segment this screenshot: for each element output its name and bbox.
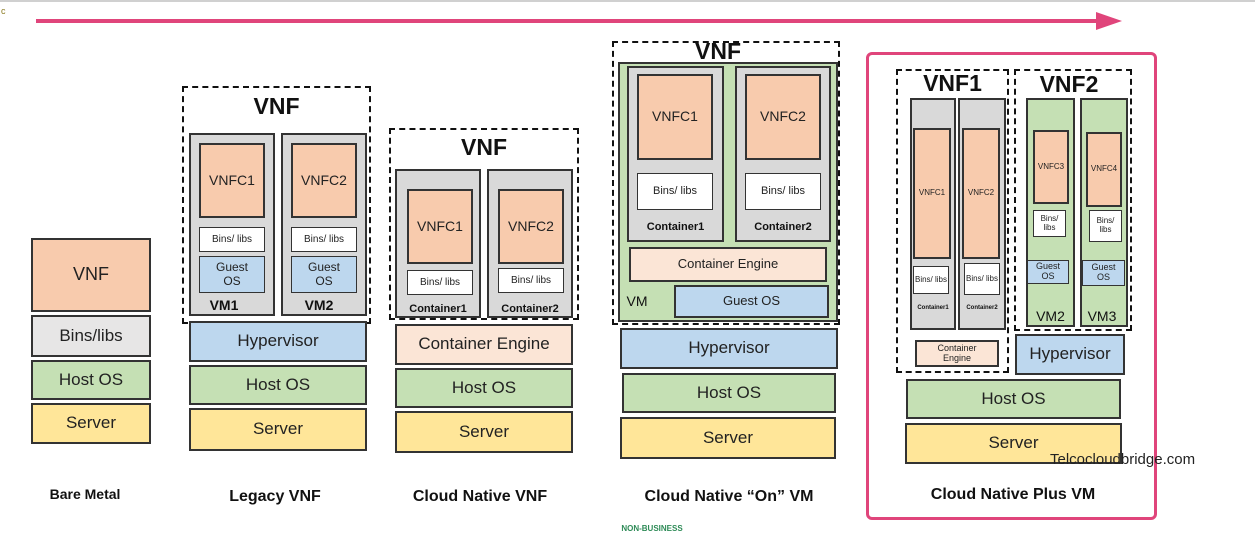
plus-caption: Cloud Native Plus VM — [930, 486, 1096, 503]
top-border — [0, 0, 1255, 2]
plus-c2-vnfc: VNFC2 — [962, 128, 1000, 259]
cloud-native-vnf-boundary — [389, 128, 579, 320]
on-vm-c2-vnfc: VNFC2 — [745, 74, 821, 160]
bare-metal-vnf: VNF — [31, 238, 151, 312]
bare-metal-caption: Bare Metal — [49, 486, 121, 502]
plus-vm3-label: VM3 — [1087, 308, 1117, 324]
on-vm-c2-bins: Bins/ libs — [745, 173, 821, 210]
legacy-vm2-vnfc: VNFC2 — [291, 143, 357, 218]
plus-c1-vnfc: VNFC1 — [913, 128, 951, 259]
bare-metal-host-os: Host OS — [31, 360, 151, 400]
plus-hypervisor: Hypervisor — [1015, 334, 1125, 375]
bare-metal-server: Server — [31, 403, 151, 444]
legacy-caption: Legacy VNF — [229, 488, 321, 505]
on-vm-caption: Cloud Native “On” VM — [644, 488, 814, 505]
legacy-vnf-title: VNF — [253, 92, 300, 119]
legacy-vm2-bins: Bins/ libs — [291, 227, 357, 252]
plus-server: Server — [905, 423, 1122, 464]
on-vm-server: Server — [620, 417, 836, 459]
cloud-native-server: Server — [395, 411, 573, 453]
on-vm-hypervisor: Hypervisor — [620, 328, 838, 369]
legacy-server: Server — [189, 408, 367, 451]
legacy-vm1-vnfc: VNFC1 — [199, 143, 265, 218]
plus-container-engine: Container Engine — [915, 340, 999, 367]
plus-vm3-bins: Bins/ libs — [1089, 210, 1122, 242]
legacy-host-os: Host OS — [189, 365, 367, 405]
plus-c2-label: Container2 — [966, 305, 998, 311]
plus-c1-bins: Bins/ libs — [913, 266, 949, 294]
on-vm-c1-bins: Bins/ libs — [637, 173, 713, 210]
on-vm-c1-label: Container1 — [646, 221, 705, 233]
cloud-native-c1-bins: Bins/ libs — [407, 270, 473, 295]
plus-vm2-vnfc: VNFC3 — [1033, 130, 1069, 204]
on-vm-guest-os: Guest OS — [674, 285, 829, 318]
plus-vm2-guest-os: Guest OS — [1027, 260, 1069, 284]
legacy-vm1-guest-os: Guest OS — [199, 256, 265, 293]
legacy-vm2-label: VM2 — [304, 297, 334, 313]
corner-mark: c — [1, 6, 6, 16]
plus-host-os: Host OS — [906, 379, 1121, 419]
on-vm-c2-label: Container2 — [754, 221, 812, 233]
cloud-native-c1-vnfc: VNFC1 — [407, 189, 473, 264]
watermark: Telcocloudbridge.com — [1050, 450, 1196, 468]
plus-vm2-label: VM2 — [1036, 308, 1065, 324]
footer-classification: NON-BUSINESS — [621, 523, 683, 533]
cloud-native-container-engine: Container Engine — [395, 324, 573, 365]
on-vm-host-os: Host OS — [622, 373, 836, 413]
plus-vm3-guest-os: Guest OS — [1082, 260, 1125, 286]
cloud-native-c2-bins: Bins/ libs — [498, 268, 564, 293]
cloud-native-caption: Cloud Native VNF — [412, 488, 548, 505]
legacy-vm1-bins: Bins/ libs — [199, 227, 265, 252]
legacy-vm2-guest-os: Guest OS — [291, 256, 357, 293]
on-vm-c1-vnfc: VNFC1 — [637, 74, 713, 160]
plus-vnf1-boundary — [896, 69, 1009, 373]
plus-vnf2-boundary — [1014, 69, 1132, 331]
cloud-native-host-os: Host OS — [395, 368, 573, 408]
plus-c1-label: Container1 — [917, 305, 949, 311]
on-vm-vnf-boundary — [612, 41, 840, 325]
plus-vm3-vnfc: VNFC4 — [1086, 132, 1122, 207]
on-vm-vm-label: VM — [626, 293, 648, 309]
progression-arrow — [36, 12, 1122, 30]
plus-vnf2-title: VNF2 — [1039, 70, 1099, 97]
plus-c2-bins: Bins/ libs — [964, 263, 1000, 295]
on-vm-container-engine: Container Engine — [629, 247, 827, 282]
legacy-vm1-label: VM1 — [209, 297, 239, 313]
plus-vnf1-title: VNF1 — [923, 69, 982, 96]
legacy-hypervisor: Hypervisor — [189, 321, 367, 362]
cloud-native-c2-label: Container2 — [501, 303, 559, 315]
on-vm-vnf-title: VNF — [695, 37, 741, 64]
bare-metal-bins: Bins/libs — [31, 315, 151, 357]
highlight-frame — [866, 52, 1157, 520]
cloud-native-vnf-title: VNF — [461, 133, 507, 160]
cloud-native-c1-label: Container1 — [409, 303, 467, 315]
plus-vm2-bins: Bins/ libs — [1033, 210, 1066, 237]
cloud-native-c2-vnfc: VNFC2 — [498, 189, 564, 264]
